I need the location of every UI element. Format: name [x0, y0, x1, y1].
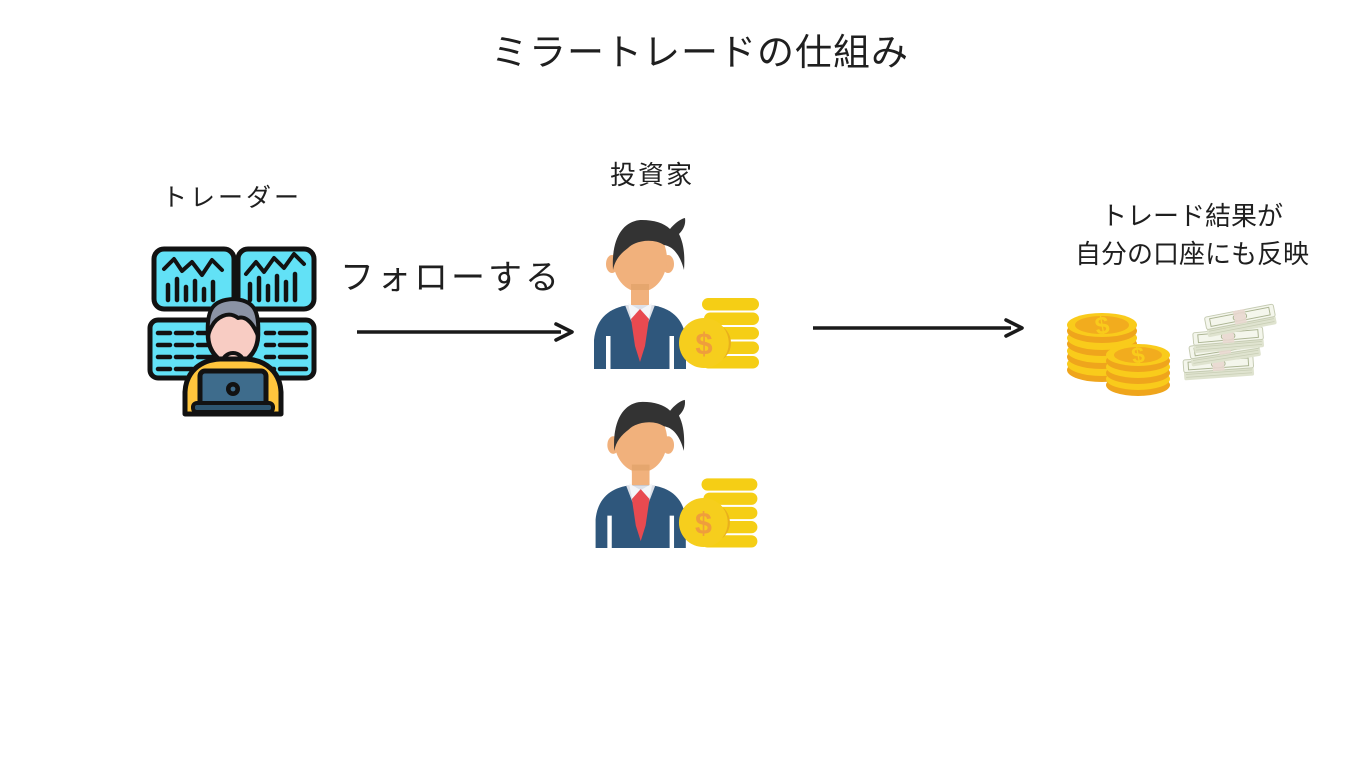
businessman-with-coins-icon: $	[592, 396, 760, 548]
result-label-line1: トレード結果が	[1100, 201, 1284, 231]
gold-coin-stacks-icon: $ $	[1062, 296, 1177, 396]
money-bills-icon	[1182, 303, 1285, 387]
page-title: ミラートレードの仕組み	[491, 32, 909, 73]
trader-at-desk-with-charts-icon	[147, 232, 318, 417]
reflect-arrow-right-icon	[811, 316, 1026, 340]
coin-stack	[702, 298, 759, 369]
trader-label: トレーダー	[162, 184, 303, 212]
businessman-with-coins-icon: $	[592, 214, 760, 369]
dollar-sign: $	[1093, 311, 1112, 341]
follow-arrow-right-icon	[355, 320, 575, 344]
dollar-sign: $	[1129, 341, 1146, 369]
result-label: トレード結果が 自分の口座にも反映	[1075, 197, 1309, 273]
follow-arrow-label: フォローする	[340, 259, 562, 297]
dollar-sign: $	[695, 326, 712, 361]
result-label-line2: 自分の口座にも反映	[1074, 239, 1310, 269]
investors-label: 投資家	[610, 160, 695, 190]
dollar-sign: $	[695, 506, 712, 540]
